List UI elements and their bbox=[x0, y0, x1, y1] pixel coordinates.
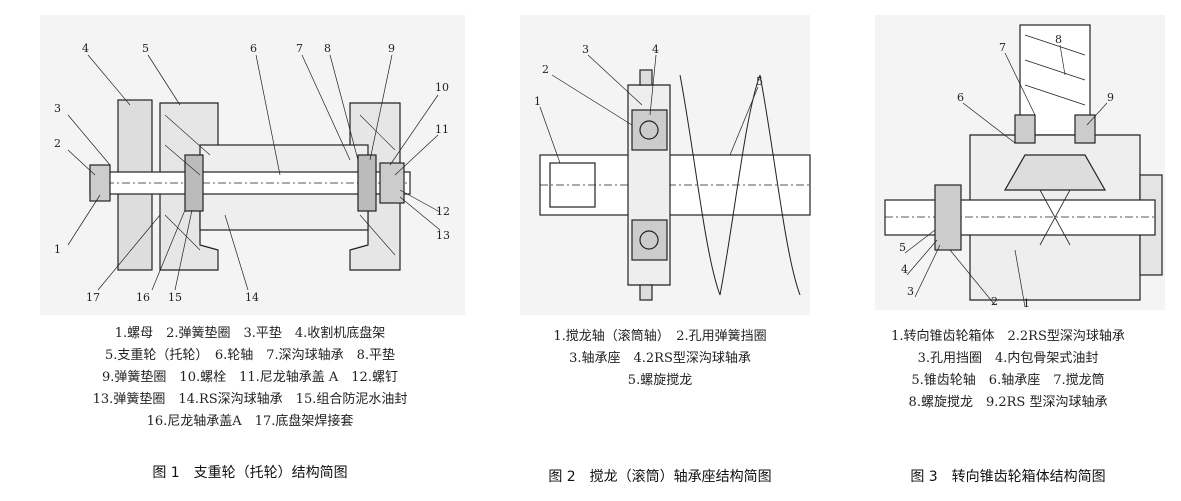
callout: 3 bbox=[907, 285, 914, 298]
callout: 10 bbox=[435, 81, 449, 94]
callout: 8 bbox=[1055, 33, 1062, 46]
figure-3-callouts: 1 2 3 4 5 6 7 8 9 bbox=[899, 33, 1114, 310]
bearing-left bbox=[184, 154, 204, 212]
bearing-right bbox=[357, 154, 377, 212]
legend-line: 3.轴承座 4.2RS型深沟球轴承 bbox=[569, 351, 751, 366]
figure-3-drawing: 1 2 3 4 5 6 7 8 9 bbox=[875, 15, 1165, 310]
callout: 2 bbox=[542, 63, 549, 76]
callout: 15 bbox=[168, 291, 182, 304]
callout: 14 bbox=[245, 291, 259, 304]
legend-line: 3.孔用挡圈 4.内包骨架式油封 bbox=[917, 351, 1099, 366]
legend-line: 1.螺母 2.弹簧垫圈 3.平垫 4.收割机底盘架 bbox=[114, 326, 386, 341]
callout: 11 bbox=[435, 123, 449, 136]
callout: 5 bbox=[899, 241, 906, 254]
figure-2-caption: 图 2 搅龙（滚筒）轴承座结构简图 bbox=[548, 469, 772, 485]
callout: 6 bbox=[957, 91, 964, 104]
callout: 4 bbox=[82, 42, 89, 55]
bearing-top-left bbox=[1014, 114, 1036, 144]
bearing-bottom bbox=[631, 219, 668, 261]
bearing-top bbox=[631, 109, 668, 151]
callout: 4 bbox=[652, 43, 659, 56]
bevel-gear bbox=[1003, 154, 1107, 191]
gear-shaft bbox=[884, 199, 1156, 236]
nut-left bbox=[89, 164, 111, 202]
callout: 9 bbox=[1107, 91, 1114, 104]
legend-line: 5.支重轮（托轮） 6.轮轴 7.深沟球轴承 8.平垫 bbox=[104, 348, 396, 363]
figure-1-svg: 1 2 3 4 5 6 7 8 9 10 11 12 13 14 15 16 1… bbox=[54, 42, 450, 304]
callout: 1 bbox=[54, 243, 61, 256]
callout: 1 bbox=[1023, 297, 1030, 310]
legend-line: 1.搅龙轴（滚筒轴） 2.孔用弹簧挡圈 bbox=[553, 329, 767, 344]
figure-1-leaders bbox=[67, 54, 441, 291]
figure-1-drawing: 1 2 3 4 5 6 7 8 9 10 11 12 13 14 15 16 1… bbox=[40, 15, 465, 315]
figure-2-svg: 1 2 3 4 5 bbox=[534, 43, 811, 301]
housing-lug-bottom bbox=[639, 284, 653, 301]
figure-3-svg: 1 2 3 4 5 6 7 8 9 bbox=[884, 24, 1163, 310]
legend-line: 5.锥齿轮轴 6.轴承座 7.搅龙筒 bbox=[911, 373, 1105, 388]
bearing-horizontal bbox=[934, 184, 962, 251]
callout: 17 bbox=[86, 291, 100, 304]
callout: 2 bbox=[991, 295, 998, 308]
legend-line: 16.尼龙轴承盖A 17.底盘架焊接套 bbox=[146, 414, 354, 429]
figure-1-caption: 图 1 支重轮（托轮）结构简图 bbox=[152, 465, 348, 481]
callout: 3 bbox=[582, 43, 589, 56]
callout: 7 bbox=[999, 41, 1006, 54]
callout: 4 bbox=[901, 263, 908, 276]
figure-1-legend: 1.螺母 2.弹簧垫圈 3.平垫 4.收割机底盘架 5.支重轮（托轮） 6.轮轴… bbox=[30, 323, 470, 433]
callout: 1 bbox=[534, 95, 541, 108]
figure-3-leaders bbox=[904, 44, 1108, 308]
auger-flight bbox=[679, 74, 801, 296]
figure-3-legend: 1.转向锥齿轮箱体 2.2RS型深沟球轴承 3.孔用挡圈 4.内包骨架式油封 5… bbox=[835, 326, 1181, 414]
figure-2-drawing: 1 2 3 4 5 bbox=[520, 15, 811, 315]
legend-line: 8.螺旋搅龙 9.2RS 型深沟球轴承 bbox=[908, 395, 1108, 410]
callout: 9 bbox=[388, 42, 395, 55]
figure-2-callouts: 1 2 3 4 5 bbox=[534, 43, 763, 108]
callout: 12 bbox=[436, 205, 450, 218]
legend-line: 9.弹簧垫圈 10.螺栓 11.尼龙轴承盖 A 12.螺钉 bbox=[102, 370, 398, 385]
callout: 5 bbox=[142, 42, 149, 55]
legend-line: 13.弹簧垫圈 14.RS深沟球轴承 15.组合防泥水油封 bbox=[92, 392, 408, 407]
housing-lug-top bbox=[639, 69, 653, 86]
callout: 2 bbox=[54, 137, 61, 150]
callout: 13 bbox=[436, 229, 450, 242]
figure-2-leaders bbox=[539, 54, 759, 164]
legend-line: 5.螺旋搅龙 bbox=[627, 373, 693, 388]
callout: 16 bbox=[136, 291, 150, 304]
figure-1-callouts: 1 2 3 4 5 6 7 8 9 10 11 12 13 14 15 16 1… bbox=[54, 42, 450, 304]
legend-line: 1.转向锥齿轮箱体 2.2RS型深沟球轴承 bbox=[891, 329, 1125, 344]
nut-right bbox=[379, 162, 405, 204]
figure-2-legend: 1.搅龙轴（滚筒轴） 2.孔用弹簧挡圈 3.轴承座 4.2RS型深沟球轴承 5.… bbox=[500, 326, 820, 392]
figure-3-caption: 图 3 转向锥齿轮箱体结构简图 bbox=[910, 469, 1106, 485]
callout: 3 bbox=[54, 102, 61, 115]
callout: 7 bbox=[296, 42, 303, 55]
callout: 6 bbox=[250, 42, 257, 55]
callout: 5 bbox=[756, 75, 763, 88]
callout: 8 bbox=[324, 42, 331, 55]
